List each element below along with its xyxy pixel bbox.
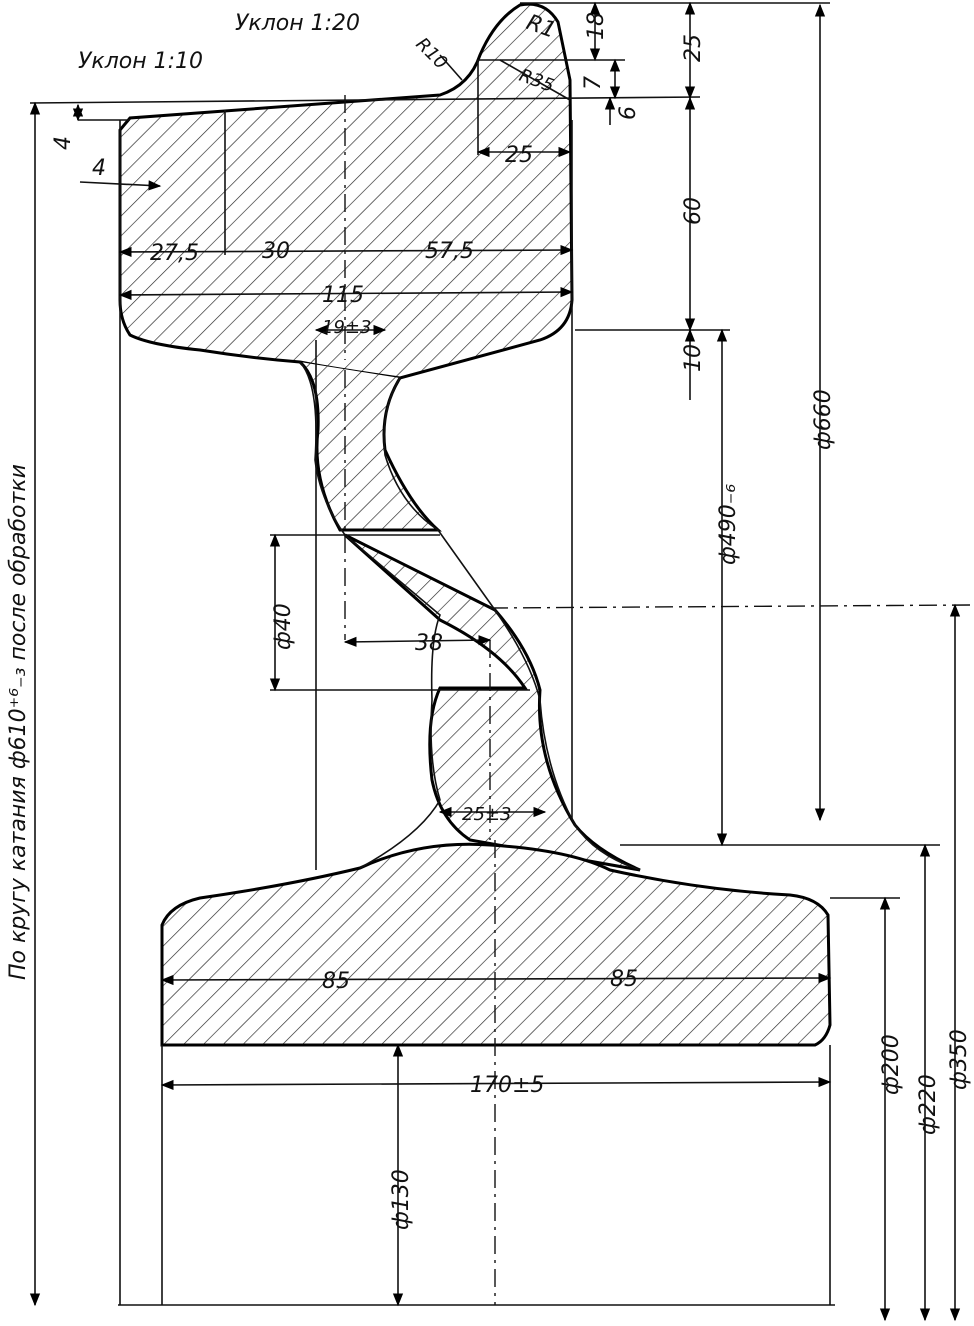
midline-ref	[489, 604, 971, 609]
dim-85-line	[160, 972, 832, 986]
label-130: ф130	[389, 1169, 414, 1230]
label-25-flange: 25	[505, 143, 533, 168]
label-170: 170±5	[470, 1073, 544, 1098]
web-outline-right	[383, 377, 641, 871]
label-200: ф200	[879, 1034, 904, 1095]
label-38: 38	[415, 631, 443, 656]
note-rolling-circle: По кругу катания ф610⁺⁶₋₃ после обработк…	[6, 464, 31, 980]
label-30: 30	[262, 239, 290, 264]
label-25-web: 25±3	[462, 804, 511, 825]
label-40: ф40	[271, 603, 296, 650]
r35-leader	[499, 59, 571, 101]
label-18: 18	[584, 12, 609, 40]
dim-38-line	[343, 635, 492, 647]
label-350: ф350	[947, 1029, 972, 1090]
label-60: 60	[681, 197, 706, 225]
web-section	[298, 360, 641, 872]
label-7: 7	[581, 76, 606, 90]
label-25-top: 25	[681, 34, 706, 62]
label-220: ф220	[916, 1074, 941, 1135]
label-r10: R10	[411, 34, 451, 74]
note-slope-top: Уклон 1:20	[235, 11, 360, 36]
label-490: ф490₋₆	[716, 484, 741, 565]
dim-4-h-line	[79, 180, 162, 191]
dim-115-line	[118, 286, 574, 301]
dim-170-line	[160, 1076, 832, 1091]
label-19: 19±3	[322, 317, 371, 338]
note-slope-left: Уклон 1:10	[78, 49, 203, 74]
label-10: 10	[681, 344, 706, 372]
dim-row-line	[118, 244, 574, 258]
label-4-h: 4	[92, 156, 106, 181]
label-85-left: 85	[322, 969, 350, 994]
rim-section	[118, 2, 574, 380]
label-85-right: 85	[610, 967, 638, 992]
label-6: 6	[616, 106, 641, 120]
label-115: 115	[322, 283, 364, 308]
label-660: ф660	[811, 389, 836, 450]
label-57-5: 57,5	[425, 239, 474, 264]
label-4-v: 4	[51, 136, 76, 150]
r10-leader	[439, 54, 463, 81]
top-reference-line	[29, 96, 701, 104]
hub-section	[160, 842, 832, 1047]
label-27-5: 27,5	[150, 241, 199, 266]
